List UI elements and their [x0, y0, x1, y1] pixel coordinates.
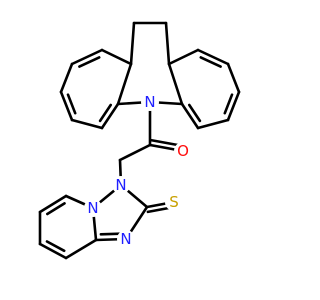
bond-p1-p2	[38, 194, 68, 214]
bond-p4-C8a	[64, 238, 98, 260]
atom-n-triazole-4-label: N	[120, 230, 131, 248]
bond-d1-d2	[167, 48, 200, 66]
atom-n-triazole-bridge-label: N	[87, 199, 98, 217]
atom-o-carbonyl: O	[174, 142, 192, 160]
atom-n-azepine-label: N	[144, 93, 155, 111]
bond-c2-c3	[70, 48, 104, 66]
atom-n-triazole-1: N	[112, 176, 130, 194]
bond-p3-p4-inner	[45, 240, 66, 253]
bond-d6-d7-inner	[188, 103, 202, 123]
bond-c4-c5	[59, 90, 74, 122]
bond-d4-d5	[226, 90, 241, 122]
bond-c1-c2	[100, 48, 133, 66]
bond-c5-c6	[70, 118, 104, 130]
bond-N4-C8a-inner	[99, 232, 122, 236]
bond-c7-c1	[116, 62, 133, 106]
bond-d2-d3	[196, 48, 230, 66]
bond-m2-d1	[164, 21, 171, 66]
atom-n-triazole-1-label: N	[115, 176, 126, 194]
atom-n-azepine: N	[141, 93, 159, 111]
atom-n-triazole-bridge: N	[84, 199, 102, 217]
molecule-structure: N O N N N S	[38, 21, 241, 260]
atom-label-layer: N O N N N S	[84, 93, 192, 248]
bond-c3-c4	[59, 62, 74, 94]
bond-layer	[38, 21, 241, 260]
bond-d5-d6	[196, 118, 230, 130]
bond-c4-c5-inner	[66, 93, 77, 115]
bond-p3-p4	[38, 242, 68, 260]
bond-c2-c3-inner	[78, 56, 101, 68]
atom-s-thione: S	[165, 193, 183, 211]
bond-d3-d4	[226, 62, 241, 94]
bond-C-CH2	[118, 143, 152, 162]
bond-d6-d7	[180, 102, 200, 130]
bond-d7-d1	[167, 62, 184, 106]
bond-c6-c7	[100, 102, 120, 130]
atom-o-carbonyl-label: O	[177, 142, 189, 160]
bond-c1-m1	[129, 21, 136, 66]
atom-s-thione-label: S	[169, 193, 179, 211]
atom-n-triazole-4: N	[117, 230, 135, 248]
bond-d2-d3-inner	[199, 56, 222, 68]
bond-p1-p2-inner	[45, 202, 66, 216]
bond-d4-d5-inner	[223, 93, 234, 115]
bond-c6-c7-inner	[98, 103, 112, 123]
